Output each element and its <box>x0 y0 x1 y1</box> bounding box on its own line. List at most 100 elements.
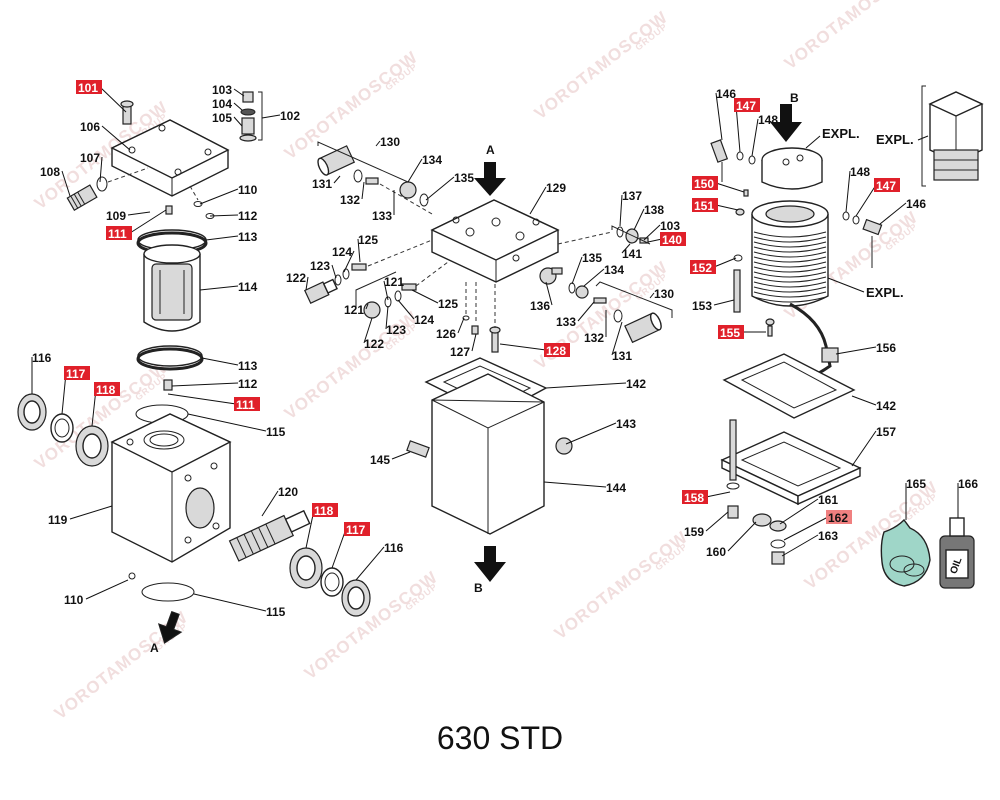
callout-number: 104 <box>212 97 232 111</box>
callout-number: 123 <box>386 323 406 337</box>
callout-leader <box>647 238 663 243</box>
callout-leader <box>705 511 729 532</box>
callout-number: 124 <box>414 313 434 327</box>
callout-leader <box>261 114 281 119</box>
callout-highlight <box>64 366 90 380</box>
callout-number: 146 <box>906 197 926 211</box>
callout-leader <box>727 521 757 552</box>
callout-number: 136 <box>530 299 550 313</box>
callout-leader <box>343 250 355 273</box>
callout-number: 125 <box>358 233 378 247</box>
callout-leader <box>233 116 243 127</box>
callout-number: 148 <box>850 165 870 179</box>
callout-leader <box>621 243 631 254</box>
callout-number: 114 <box>238 280 258 294</box>
callout-number: 121 <box>344 303 364 317</box>
right-assembly: OIL <box>710 85 984 589</box>
expl-label-1: EXPL. <box>822 126 860 141</box>
callout-number: 115 <box>266 425 286 439</box>
callout-number: 117 <box>66 367 86 381</box>
callout-leader <box>363 317 373 344</box>
callout-number: 135 <box>582 251 602 265</box>
watermark-text: VOROTAMOSCOW <box>781 0 922 73</box>
callout-number: 156 <box>876 341 896 355</box>
callout-number: 103 <box>660 219 680 233</box>
callout-number: 162 <box>828 511 848 525</box>
callout-number: 130 <box>380 135 400 149</box>
coil-winding <box>753 246 827 253</box>
callout-leader <box>735 104 741 153</box>
callout-highlight <box>692 198 718 212</box>
coil-winding <box>753 241 827 248</box>
callout-number: 116 <box>384 541 404 555</box>
callout-leader <box>333 175 341 184</box>
callout-highlight <box>690 260 716 274</box>
callout-leader <box>713 257 737 268</box>
callout-number: 110 <box>238 183 258 197</box>
callout-number: 131 <box>612 349 632 363</box>
callout-number: 157 <box>876 425 896 439</box>
callout-highlight <box>692 176 718 190</box>
callout-leader <box>199 285 239 291</box>
callout-leader <box>85 579 129 600</box>
callout-leader <box>383 280 389 301</box>
callout-number: 116 <box>32 351 52 365</box>
callout-number: 143 <box>616 417 636 431</box>
callout-leader <box>851 395 877 406</box>
callout-leader <box>361 181 365 200</box>
callout-number: 142 <box>626 377 646 391</box>
callout-leader <box>391 451 411 460</box>
callout-leader <box>425 176 455 201</box>
callout-number: 160 <box>706 545 726 559</box>
callout-leader <box>331 264 337 279</box>
callout-leader <box>357 238 361 263</box>
callout-number: 131 <box>312 177 332 191</box>
callout-leader <box>69 505 113 520</box>
callout-leader <box>783 516 829 541</box>
callout-leader <box>855 184 877 217</box>
arrow-b-top-label: B <box>790 91 799 105</box>
callout-leader <box>193 593 267 612</box>
arrow-a-bottom-label: A <box>150 641 159 655</box>
callout-number: 105 <box>212 111 232 125</box>
callout-highlight <box>682 490 708 504</box>
callout-leader <box>471 333 477 352</box>
callout-leader <box>611 321 623 356</box>
callout-leader <box>715 204 739 211</box>
callout-leader <box>457 317 465 334</box>
callout-number: 152 <box>692 261 712 275</box>
callout-number: 117 <box>346 523 366 537</box>
callout-leader <box>571 256 583 285</box>
callout-leader <box>713 299 735 306</box>
callout-number: 106 <box>80 120 100 134</box>
callout-number: 121 <box>384 275 404 289</box>
callout-number: 140 <box>662 233 682 247</box>
center-assembly <box>303 141 673 582</box>
callout-leader <box>565 422 617 445</box>
callout-number: 159 <box>684 525 704 539</box>
expl-label-3: EXPL. <box>866 285 904 300</box>
callout-leader <box>545 281 553 306</box>
model-title: 630 STD <box>436 720 564 756</box>
callout-number: 132 <box>340 193 360 207</box>
callout-leader <box>543 481 607 488</box>
watermark-subtext: GROUP <box>883 0 919 2</box>
callout-leader <box>355 546 385 581</box>
callout-leader <box>205 235 239 241</box>
callout-highlight <box>544 343 570 357</box>
callout-number: 146 <box>716 87 736 101</box>
callout-number: 147 <box>876 179 896 193</box>
callout-leader <box>633 208 645 231</box>
callout-leader <box>619 194 623 227</box>
callout-number: 118 <box>96 383 116 397</box>
callout-number: 142 <box>876 399 896 413</box>
callout-leader <box>365 303 369 310</box>
callout-highlight <box>76 80 102 94</box>
callout-number: 124 <box>332 245 352 259</box>
callout-number: 129 <box>546 181 566 195</box>
callout-number: 134 <box>604 263 624 277</box>
callout-number: 145 <box>370 453 390 467</box>
callout-number: 123 <box>310 259 330 273</box>
callout-leader <box>879 202 907 225</box>
coil-winding <box>753 251 827 258</box>
